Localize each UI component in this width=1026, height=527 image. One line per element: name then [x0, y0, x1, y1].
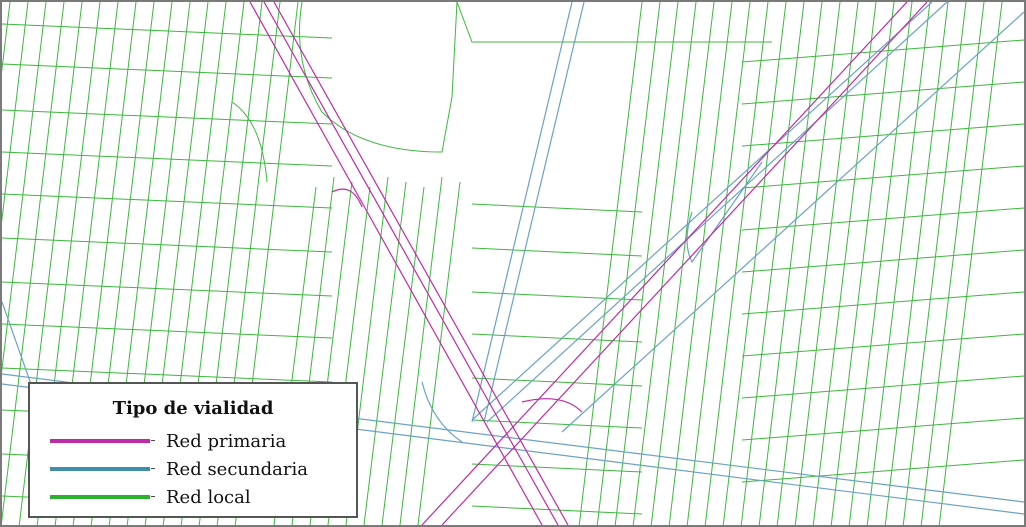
- primary-ramp-a: [331, 188, 363, 208]
- primary-diagonal-ne-a: [421, 2, 908, 525]
- secondary-diagonal-inner-a: [561, 11, 1024, 433]
- local-street-v-28: [614, 2, 679, 525]
- local-street-h-right-396: [741, 375, 1024, 399]
- local-street-v-37: [776, 2, 841, 525]
- local-street-h-mid-6: [471, 291, 643, 301]
- local-street-v-23: [381, 186, 425, 525]
- legend-label-local: Red local: [166, 486, 251, 508]
- local-street-v-22: [363, 181, 407, 525]
- local-street-h-right-438: [741, 417, 1024, 441]
- legend-item-secondary: Red secundaria: [50, 456, 308, 482]
- local-street-v-44: [902, 2, 967, 525]
- legend-swatch-local: [50, 485, 155, 509]
- local-street-v-34: [722, 2, 787, 525]
- local-street-h-right-102: [741, 81, 1024, 105]
- local-street-h-left-7: [2, 323, 333, 339]
- legend-label-secondary: Red secundaria: [166, 458, 308, 480]
- local-street-h-left-3: [2, 151, 333, 167]
- local-street-h-mid-11: [471, 505, 643, 515]
- local-street-h-mid-10: [471, 463, 643, 473]
- local-street-v-0: [2, 2, 11, 73]
- secondary-ramp-a: [686, 161, 763, 264]
- primary-diagonal-nw-c: [273, 2, 569, 525]
- local-street-h-left-5: [2, 237, 333, 253]
- local-street-h-left-1: [2, 63, 333, 79]
- local-street-v-1: [2, 2, 29, 223]
- legend-item-primary: Red primaria: [50, 428, 286, 454]
- secondary-diagonal-outer-b: [486, 2, 948, 423]
- primary-diagonal-nw-b: [263, 2, 559, 525]
- local-street-v-3: [2, 2, 65, 523]
- local-street-h-right-228: [741, 207, 1024, 231]
- local-street-v-35: [740, 2, 805, 525]
- legend-swatch-secondary: [50, 457, 155, 481]
- primary-ramp-b: [521, 398, 583, 413]
- local-street-h-right-60: [741, 39, 1024, 63]
- local-curve-left: [231, 101, 268, 183]
- local-street-h-mid-9: [471, 419, 643, 429]
- local-street-v-25: [417, 181, 461, 525]
- local-street-v-43: [884, 2, 949, 525]
- secondary-vertical-a: [471, 2, 573, 423]
- local-street-v-46: [938, 2, 1003, 525]
- legend-label-primary: Red primaria: [166, 430, 287, 452]
- local-street-v-33: [704, 2, 769, 525]
- local-street-v-30: [650, 2, 715, 525]
- local-street-v-31: [668, 2, 733, 525]
- secondary-diagonal-outer-a: [471, 2, 933, 421]
- local-street-v-42: [866, 2, 931, 525]
- primary-diagonal-ne-b: [441, 2, 928, 525]
- legend-item-local: Red local: [50, 484, 251, 510]
- primary-diagonal-nw-a: [249, 2, 543, 525]
- local-street-v-2: [2, 2, 47, 373]
- local-street-h-right-144: [741, 123, 1024, 147]
- local-street-h-right-354: [741, 333, 1024, 357]
- local-street-h-mid-4: [471, 203, 643, 213]
- local-street-v-27: [596, 2, 661, 525]
- legend-swatch-primary: [50, 429, 155, 453]
- legend-title: Tipo de vialidad: [112, 398, 274, 419]
- park-block-outline: [299, 2, 458, 153]
- local-street-top: [456, 2, 772, 43]
- local-street-h-left-2: [2, 109, 333, 125]
- secondary-vertical-b: [483, 2, 585, 423]
- local-street-v-40: [830, 2, 895, 525]
- secondary-ramp-b: [421, 381, 463, 443]
- local-street-v-26: [578, 2, 643, 525]
- local-street-v-32: [686, 2, 751, 525]
- local-street-v-24: [399, 176, 443, 525]
- local-street-h-mid-7: [471, 333, 643, 343]
- local-street-h-right-312: [741, 291, 1024, 315]
- local-street-h-mid-5: [471, 247, 643, 257]
- local-street-v-41: [848, 2, 913, 525]
- local-street-h-right-186: [741, 165, 1024, 189]
- local-street-v-36: [758, 2, 823, 525]
- local-street-v-38: [794, 2, 859, 525]
- primary-roads-layer: [249, 2, 928, 525]
- local-street-h-left-6: [2, 281, 333, 297]
- local-street-h-left-8: [2, 367, 333, 383]
- local-street-v-45: [920, 2, 985, 525]
- legend: Tipo de vialidad Red primaria Red secund…: [28, 382, 358, 518]
- local-street-h-right-270: [741, 249, 1024, 273]
- local-street-h-left-0: [2, 23, 333, 39]
- local-street-h-right-480: [741, 459, 1024, 483]
- local-street-h-left-4: [2, 193, 333, 209]
